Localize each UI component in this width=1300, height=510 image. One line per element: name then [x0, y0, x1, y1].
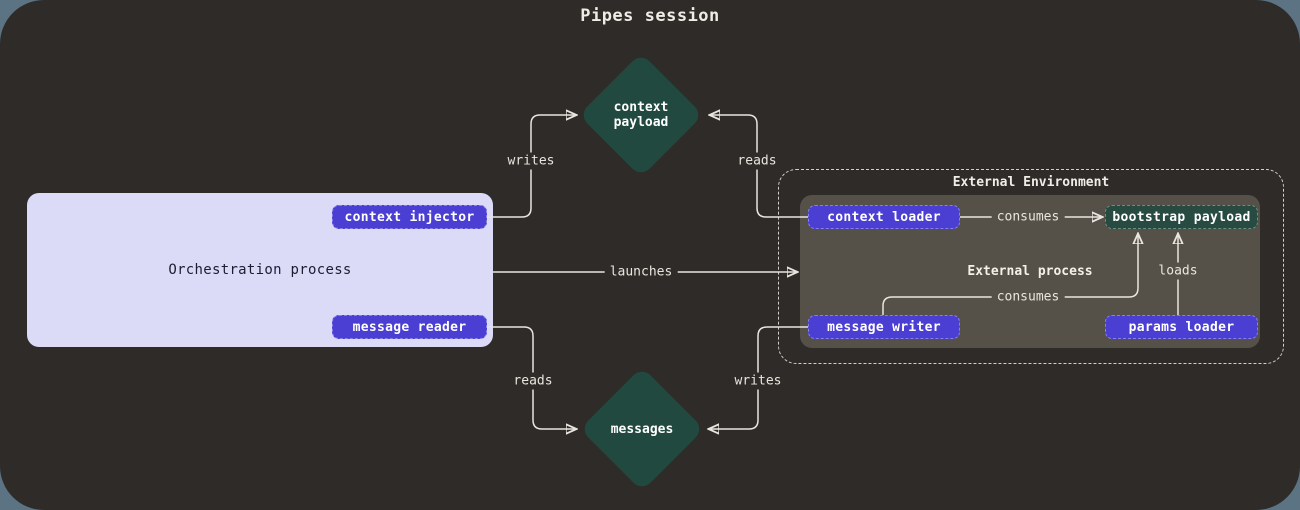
edge-label-writes-bottom: writes [729, 372, 787, 390]
edge-label-loads: loads [1153, 262, 1203, 280]
edge-label-reads-bottom: reads [508, 372, 558, 390]
edge-label-writes-top: writes [502, 152, 560, 170]
container-title: External Environment [952, 175, 1110, 190]
edge-label-consumes-bottom: consumes [991, 288, 1065, 306]
edge-label-reads-top: reads [732, 152, 782, 170]
node-bootstrap-payload: bootstrap payload [1105, 205, 1258, 229]
node-params-loader: params loader [1105, 315, 1258, 339]
edge-label-launches: launches [604, 263, 678, 281]
node-context-loader: context loader [808, 205, 960, 229]
container-external-environment: External Environment [778, 169, 1284, 364]
node-message-writer: message writer [808, 315, 960, 339]
edge-label-consumes-top: consumes [991, 208, 1065, 226]
node-label: Orchestration process [168, 262, 352, 278]
node-label: context payload [613, 100, 669, 130]
node-context-injector: context injector [332, 205, 487, 229]
diagram-title: Pipes session [580, 6, 720, 26]
node-label: messages [610, 421, 674, 437]
node-message-reader: message reader [332, 315, 487, 339]
node-label: External process [967, 264, 1093, 279]
node-context-payload: context payload [577, 51, 705, 179]
node-messages: messages [578, 365, 706, 493]
